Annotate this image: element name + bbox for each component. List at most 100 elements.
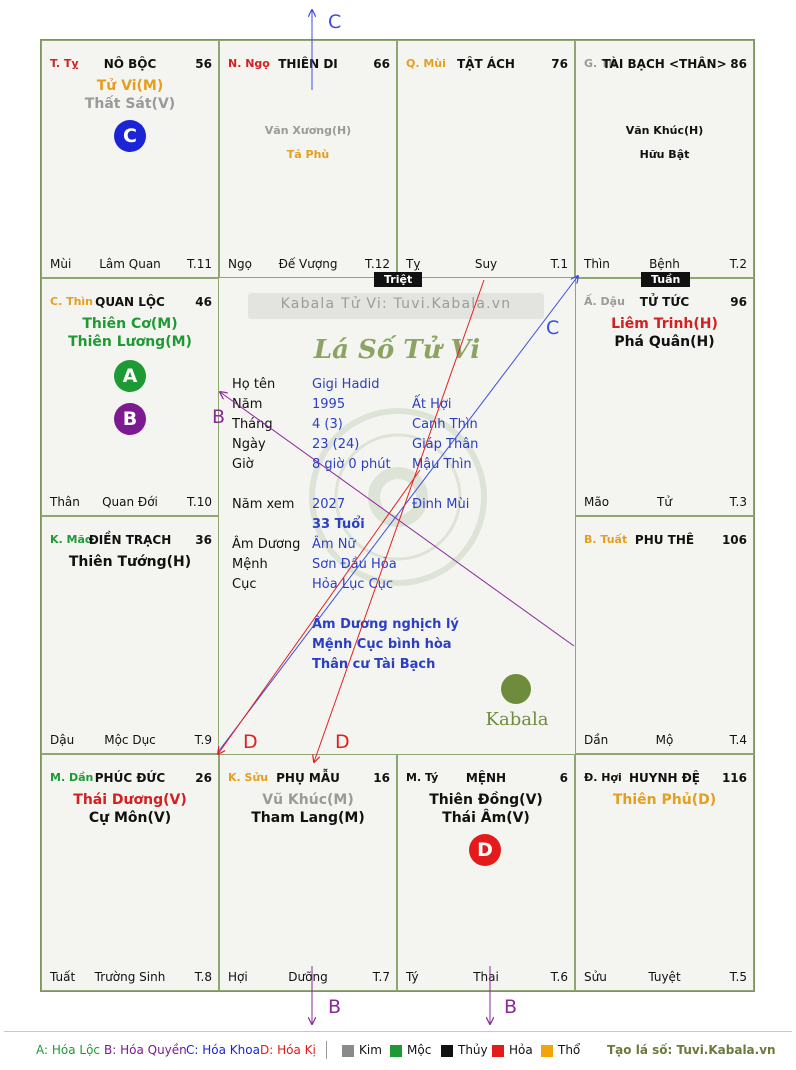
info-label: Năm xem [232, 497, 295, 512]
info-value: Sơn Đầu Hỏa [312, 557, 397, 572]
major-star[interactable]: Thiên Tướng(H) [68, 554, 192, 570]
legend-hoa-khoa: C: Hóa Khoa [186, 1043, 260, 1057]
stem-branch-label: T. Tỵ [50, 57, 79, 70]
footer-branch: Hợi [228, 970, 248, 984]
arrow-label-d1: D [243, 731, 258, 753]
footer-branch: Dậu [50, 733, 75, 747]
major-star[interactable]: Tử Vi(M) [96, 78, 164, 94]
footer-branch: Tuất [50, 970, 76, 984]
info-label: Âm Dương [232, 537, 301, 552]
major-star[interactable]: Tham Lang(M) [251, 810, 365, 826]
footer-phase: Lâm Quan [99, 257, 161, 271]
stem-branch-label: M. Tý [406, 771, 439, 784]
major-star[interactable]: Thiên Lương(M) [68, 334, 192, 350]
info-value: Gigi Hadid [312, 377, 380, 392]
palace-number: 106 [721, 533, 747, 547]
palace-name: TẬT ÁCH [457, 57, 515, 71]
footer-month: T.2 [729, 257, 747, 271]
footer-branch: Ngọ [228, 257, 252, 271]
footer-month: T.5 [729, 970, 747, 984]
stem-branch-label: Ấ. Dậu [584, 295, 625, 308]
palace-name: PHỤ MẪU [276, 771, 340, 785]
footer-branch: Thìn [584, 257, 610, 271]
footer-phase: Trường Sinh [94, 970, 166, 984]
palace-name: THIÊN DI [278, 57, 338, 71]
palace-name: TỬ TỨC [639, 295, 690, 309]
palace-name: NÔ BỘC [103, 57, 157, 71]
kabala-logo-text: Kabala [485, 709, 549, 730]
minor-star[interactable]: Văn Khúc(H) [625, 124, 704, 137]
footer-month: T.3 [729, 495, 747, 509]
footer-phase: Suy [474, 257, 498, 271]
stem-branch-label: K. Sửu [228, 771, 269, 784]
footer-branch: Thân [50, 495, 80, 509]
footer-phase: Tuyệt [648, 970, 681, 984]
minor-star[interactable]: Văn Xương(H) [264, 124, 352, 137]
info-label: Tháng [232, 417, 273, 432]
palace-name: HUYNH ĐỆ [629, 771, 700, 785]
legend-hoa: Hỏa [509, 1043, 533, 1057]
minor-star[interactable]: Tả Phù [286, 148, 330, 161]
footer-month: T.4 [729, 733, 747, 747]
legend-site-link[interactable]: Tạo lá số: Tuvi.Kabala.vn [607, 1043, 776, 1057]
minor-star[interactable]: Hữu Bật [639, 148, 690, 161]
palace-number: 86 [730, 57, 747, 71]
major-stars: Liêm Trinh(H) Phá Quân(H) [576, 315, 753, 351]
info-value: Âm Nữ [312, 537, 356, 552]
minor-stars: Văn Xương(H) Tả Phù [220, 119, 396, 167]
footer-month: T.10 [187, 495, 212, 509]
major-stars: Thiên Tướng(H) [42, 553, 218, 571]
footer-month: T.6 [550, 970, 568, 984]
major-star[interactable]: Liêm Trinh(H) [611, 316, 718, 332]
major-star[interactable]: Phá Quân(H) [614, 334, 715, 350]
info-value: 4 (3) [312, 417, 343, 432]
major-stars: Vũ Khúc(M) Tham Lang(M) [220, 791, 396, 827]
palace-number: 56 [195, 57, 212, 71]
major-star[interactable]: Thiên Phủ(D) [612, 792, 717, 808]
footer-branch: Dần [584, 733, 609, 747]
arrow-label-right-c: C [546, 317, 560, 339]
footer-phase: Quan Đới [102, 495, 158, 509]
major-star[interactable]: Vũ Khúc(M) [262, 792, 354, 808]
major-star[interactable]: Thất Sát(V) [84, 96, 176, 112]
major-star[interactable]: Thái Dương(V) [73, 792, 187, 808]
info-value-can-chi: Mậu Thìn [412, 457, 472, 472]
footer-phase: Tử [657, 495, 672, 509]
hoa-khoa-badge: C [114, 120, 146, 152]
footer-month: T.1 [550, 257, 568, 271]
footer-phase: Bệnh [649, 257, 680, 271]
legend-hoa-loc: A: Hóa Lộc [36, 1043, 101, 1057]
arrow-label-top-c: C [328, 11, 342, 33]
arrow-label-bottom-b2: B [504, 996, 518, 1018]
footer-phase: Mộc Dục [104, 733, 156, 747]
center-info-panel: Kabala Tử Vi: Tuvi.Kabala.vn Lá Số Tử Vi… [220, 279, 574, 753]
hoa-ki-badge: D [469, 834, 501, 866]
legend-moc-swatch [390, 1045, 402, 1057]
stem-branch-label: G. Th [584, 57, 617, 70]
center-note: Thân cư Tài Bạch [312, 657, 436, 672]
footer-month: T.8 [194, 970, 212, 984]
major-stars: Thiên Đồng(V) Thái Âm(V) [398, 791, 574, 827]
tuan-tag: Tuần [641, 272, 691, 287]
info-value: Hỏa Lục Cục [312, 577, 394, 592]
hoa-loc-badge: A [114, 360, 146, 392]
major-stars: Thiên Phủ(D) [576, 791, 753, 809]
major-star[interactable]: Thái Âm(V) [442, 810, 530, 826]
major-star[interactable]: Thiên Cơ(M) [82, 316, 178, 332]
major-star[interactable]: Cự Môn(V) [88, 810, 172, 826]
major-star[interactable]: Thiên Đồng(V) [429, 792, 543, 808]
footer-phase: Dưỡng [288, 970, 328, 984]
palace-number: 76 [551, 57, 568, 71]
